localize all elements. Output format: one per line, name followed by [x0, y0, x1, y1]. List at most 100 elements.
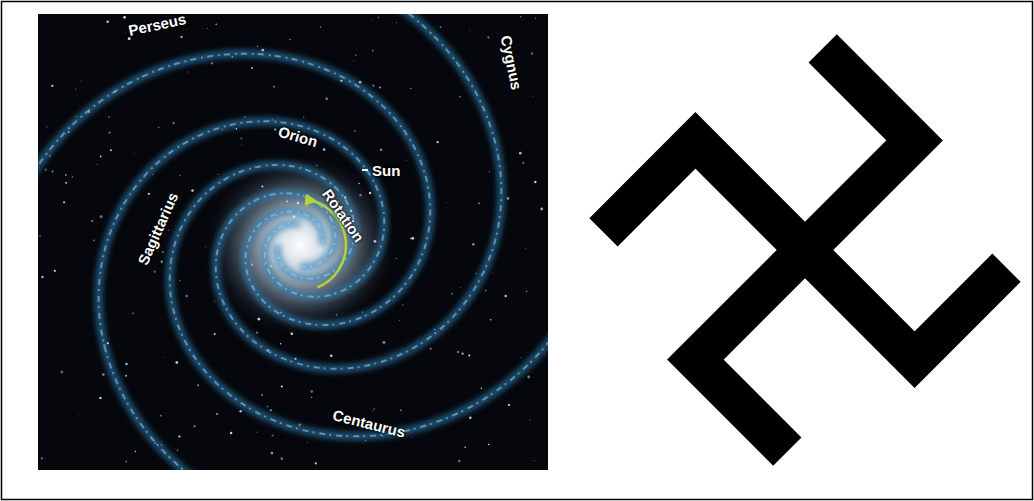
- star-dot: [46, 126, 47, 127]
- star-dot: [306, 441, 308, 443]
- star-dot: [323, 148, 326, 151]
- star-dot: [459, 96, 461, 98]
- star-dot: [179, 280, 180, 281]
- star-dot: [236, 128, 237, 129]
- star-dot: [277, 257, 279, 259]
- star-dot: [311, 397, 312, 398]
- star-dot: [355, 54, 357, 56]
- star-dot: [269, 265, 272, 268]
- star-dot: [504, 295, 507, 298]
- star-dot: [215, 24, 216, 25]
- star-dot: [370, 19, 372, 21]
- star-dot: [383, 341, 386, 344]
- star-dot: [411, 237, 414, 240]
- star-dot: [125, 461, 127, 463]
- star-dot: [353, 80, 355, 82]
- star-dot: [372, 410, 373, 411]
- star-dot: [297, 202, 300, 205]
- star-dot: [490, 319, 492, 321]
- spiral-arm-stars: [170, 165, 548, 436]
- hooked-cross-symbol: [603, 48, 1006, 451]
- star-dot: [526, 291, 528, 293]
- star-dot: [51, 170, 53, 172]
- star-dot: [106, 21, 108, 23]
- star-dot: [54, 270, 56, 272]
- star-dot: [481, 387, 483, 389]
- spiral-galaxy: [38, 14, 548, 470]
- star-dot: [461, 353, 463, 355]
- star-dot: [320, 26, 322, 28]
- star-dot: [107, 342, 109, 344]
- galaxy-core: [205, 155, 395, 335]
- star-dot: [272, 119, 273, 120]
- star-dot: [410, 436, 412, 438]
- star-dot: [154, 271, 156, 273]
- star-dot: [100, 215, 103, 218]
- star-dot: [344, 196, 346, 198]
- star-dot: [164, 357, 165, 358]
- star-dot: [172, 122, 174, 124]
- star-dot: [72, 176, 73, 177]
- star-dot: [45, 169, 47, 171]
- star-dot: [205, 246, 207, 248]
- star-dot: [280, 312, 282, 314]
- star-dot: [99, 397, 102, 400]
- star-dot: [230, 432, 232, 434]
- star-dot: [281, 386, 283, 388]
- star-dot: [124, 32, 126, 34]
- star-dot: [108, 132, 110, 134]
- star-dot: [439, 77, 440, 78]
- star-dot: [271, 434, 273, 436]
- star-dot: [507, 197, 510, 200]
- star-dot: [478, 202, 480, 204]
- star-dot: [535, 18, 536, 19]
- star-dot: [125, 375, 127, 377]
- star-dot: [244, 116, 246, 118]
- star-dot: [291, 332, 294, 335]
- star-dot: [369, 192, 371, 194]
- star-dot: [525, 248, 527, 250]
- star-dot: [251, 67, 253, 69]
- star-dot: [114, 91, 115, 92]
- star-dot: [158, 127, 160, 129]
- star-dot: [286, 200, 288, 202]
- star-dot: [180, 36, 182, 38]
- star-dot: [103, 344, 106, 347]
- star-dot: [261, 186, 263, 188]
- star-dot: [491, 272, 493, 274]
- star-dot: [125, 363, 127, 365]
- star-dot: [348, 189, 350, 191]
- star-dot: [359, 81, 362, 84]
- star-dot: [280, 343, 281, 344]
- star-dot: [289, 39, 290, 40]
- star-dot: [459, 287, 461, 289]
- star-dot: [49, 155, 51, 157]
- star-dot: [442, 328, 443, 329]
- star-dot: [256, 332, 258, 334]
- star-dot: [316, 165, 317, 166]
- star-dot: [531, 52, 534, 55]
- star-dot: [400, 409, 402, 411]
- star-dot: [206, 27, 208, 29]
- star-dot: [451, 293, 453, 295]
- star-dot: [354, 130, 356, 132]
- star-dot: [440, 26, 442, 28]
- star-dot: [188, 466, 190, 468]
- star-dot: [239, 410, 241, 412]
- star-dot: [168, 230, 169, 231]
- star-dot: [379, 86, 381, 88]
- star-dot: [102, 373, 105, 376]
- star-dot: [65, 182, 67, 184]
- star-dot: [487, 36, 489, 38]
- star-dot: [81, 80, 82, 81]
- star-dot: [179, 175, 181, 177]
- star-dot: [522, 162, 524, 164]
- star-dot: [216, 413, 218, 415]
- star-dot: [65, 174, 67, 176]
- star-dot: [365, 439, 367, 441]
- star-dot: [288, 269, 289, 270]
- star-dot: [161, 444, 162, 445]
- star-dot: [298, 424, 301, 427]
- star-dot: [315, 462, 317, 464]
- star-dot: [359, 194, 362, 197]
